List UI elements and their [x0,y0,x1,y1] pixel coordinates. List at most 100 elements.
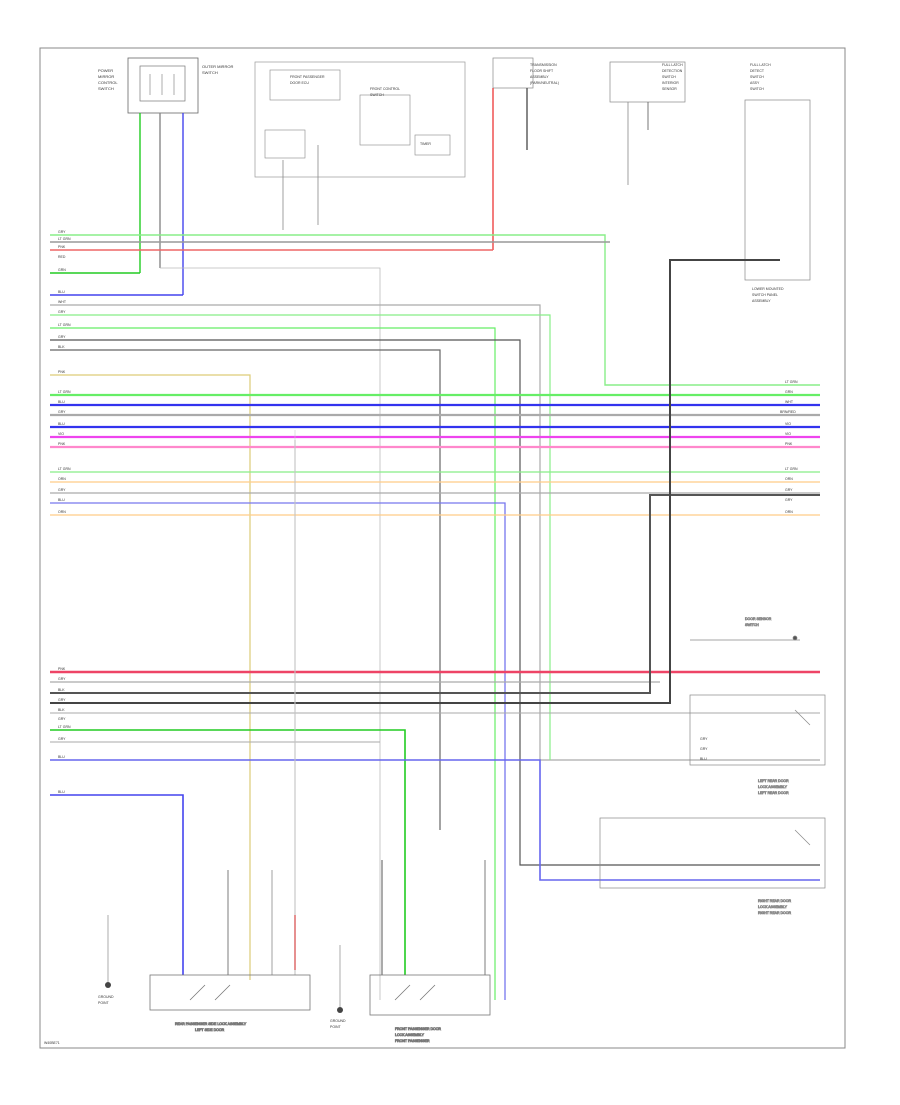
far-right-label-1: DETECT [750,69,765,73]
diagram-border [39,47,846,1049]
wire-tag-lm-1: GRY [58,310,66,314]
wire-tag-lt-3: RED [58,255,66,259]
wire-tag-rb2-2: GRY [785,488,793,492]
wire-tag-lb3-4: BLK [58,708,65,712]
front-passenger-door-ecu: FRONT PASSENGER DOOR ECU FRONT CONTROL S… [254,61,466,178]
outer-mirror-label-0: OUTER MIRROR [202,64,233,69]
wire-tag-rb1-0: LT GRN [785,380,798,384]
wire-tag-rb1-1: GRN [785,390,793,394]
door-ecu-label-2: FRONT CONTROL [370,87,400,91]
left-rear-label-1: LOCK ASSEMBLY [758,785,788,789]
bottom-vertical-wires [227,430,486,975]
far-right-label-3: ASSY [750,81,760,85]
wire-tag-rb2-3: GRY [785,498,793,502]
wire-tag-lb3-1: GRY [58,677,66,681]
ground-point-left: GROUND POINT [98,915,114,1005]
wire-tag-lb3-7: GRY [58,737,66,741]
wire-tag-lb1-5: VIO [58,432,64,436]
ground-left-label-1: POINT [98,1001,110,1005]
wire-tags-right: LT GRN GRN WHT BRN/RED VIO VIO PNK LT GR… [700,380,798,761]
wire-band-top [50,234,820,1000]
ground-left-label-0: GROUND [98,995,114,999]
wire-tag-lb1-1: LT GRN [58,390,71,394]
right-rear-label-1: LOCK ASSEMBLY [758,905,788,909]
power-mirror-label-2: CONTROL [98,80,118,85]
wire-tags-left: GRY LT GRN PNK RED GRN BLU WHT GRY LT GR… [58,230,71,794]
trans-label-3: (PARK/NEUTRAL) [530,81,559,85]
wire-tag-lb3-0: PNK [58,667,66,671]
wire-tag-rl-2: BLU [700,757,707,761]
wire-tag-lb1-3: GRY [58,410,66,414]
wire-tag-rb2-0: LT GRN [785,467,798,471]
front-passenger-lock-assembly: FRONT PASSENGER DOOR LOCK ASSEMBLY FRONT… [369,974,491,1043]
wire-tag-rb1-3: BRN/RED [780,410,796,414]
front-passenger-label-1: LOCK ASSEMBLY [395,1033,425,1037]
top-vertical-wires [139,88,649,295]
wire-tag-lm-2: LT GRN [58,323,71,327]
right-rear-door-lock: RIGHT REAR DOOR LOCK ASSEMBLY RIGHT REAR… [599,817,826,915]
wire-tag-lb3-6: LT GRN [58,725,71,729]
wire-tag-lt-0: GRY [58,230,66,234]
wire-tag-lm-3: GRY [58,335,66,339]
left-rear-door-lock: LEFT REAR DOOR LOCK ASSEMBLY LEFT REAR D… [689,694,826,795]
left-rear-label-0: LEFT REAR DOOR [758,779,789,783]
wire-tag-lb3-2: BLK [58,688,65,692]
left-rear-label-2: LEFT REAR DOOR [758,791,789,795]
wire-tag-rl-1: GRY [700,747,708,751]
latch-label-0: FULL LATCH [662,63,683,67]
wire-tag-lb1-6: PNK [58,442,66,446]
latch-label-1: DETECTION [662,69,683,73]
wire-tag-lb1-4: BLU [58,422,65,426]
wire-tag-lt-2: PNK [58,245,66,249]
wire-tag-lb2-0: LT GRN [58,467,71,471]
far-right-switch-assembly: FULL LATCH DETECT SWITCH ASSY SWITCH LOW… [744,63,811,303]
latch-label-4: SENSOR [662,87,677,91]
door-sensor-label-0: DOOR SENSOR [745,617,772,621]
rear-passenger-label-1: LEFT SIDE DOOR [195,1028,225,1032]
wire-tag-rb1-2: WHT [785,400,794,404]
rear-passenger-lock-assembly: REAR PASSENGER SIDE LOCK ASSEMBLY LEFT S… [149,974,311,1032]
door-sensor-label-1: SWITCH [745,623,759,627]
outer-mirror-label-1: SWITCH [202,70,218,75]
ground-mid-label-0: GROUND [330,1019,346,1023]
wire-tag-lb3-9: BLU [58,790,65,794]
right-rear-label-2: RIGHT REAR DOOR [758,911,791,915]
wire-band-colored-1 [50,393,820,449]
wire-tag-lb1-2: BLU [58,400,65,404]
far-right-assy-label-1: SWITCH PANEL [752,293,778,297]
wire-band-mid [50,304,820,1000]
wire-tag-lb2-1: ORN [58,477,66,481]
wire-tag-lt-5: BLU [58,290,65,294]
wire-tag-rl-0: GRY [700,737,708,741]
front-passenger-label-2: FRONT PASSENGER [395,1039,430,1043]
ground-point-mid: GROUND POINT [330,945,346,1029]
far-right-label-2: SWITCH [750,75,764,79]
wire-tag-lb2-2: GRY [58,488,66,492]
door-ecu-label-4: TIMER [420,142,431,146]
wire-tag-lm-4: BLK [58,345,65,349]
latch-detection-switch: FULL LATCH DETECTION SWITCH INTERIOR SEN… [609,61,686,103]
rear-passenger-label-0: REAR PASSENGER SIDE LOCK ASSEMBLY [175,1022,247,1026]
front-passenger-label-0: FRONT PASSENGER DOOR [395,1027,441,1031]
wire-tag-lt-4: GRN [58,268,66,272]
wire-tag-lm-0: WHT [58,300,67,304]
far-right-assy-label-0: LOWER MOUNTED [752,287,784,291]
wire-band-colored-2 [50,471,820,1000]
power-mirror-switch: POWER MIRROR CONTROL SWITCH OUTER MIRROR… [98,57,233,114]
wire-tag-lt-1: LT GRN [58,237,71,241]
door-ecu-label-3: SWITCH [370,93,384,97]
door-sensor-switch: DOOR SENSOR SWITCH [690,617,800,641]
power-mirror-label-0: POWER [98,68,113,73]
wire-tag-rb2-1: ORN [785,477,793,481]
trans-label-1: FLOOR SHIFT [530,69,554,73]
wire-tag-rb2-4: ORN [785,510,793,514]
wire-tag-rb1-6: PNK [785,442,793,446]
wire-tag-lb3-8: BLU [58,755,65,759]
wire-tag-lm-5: PNK [58,370,66,374]
right-rear-label-0: RIGHT REAR DOOR [758,899,791,903]
far-right-label-4: SWITCH [750,87,764,91]
wire-tag-lb3-3: GRY [58,698,66,702]
far-right-assy-label-2: ASSEMBLY [752,299,771,303]
latch-label-2: SWITCH [662,75,676,79]
